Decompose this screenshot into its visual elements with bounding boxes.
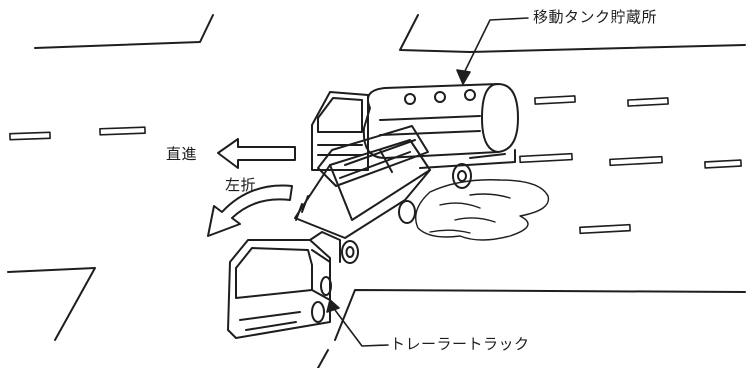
left-turn-label: 左折	[225, 176, 257, 194]
tanker-wheel	[452, 163, 472, 189]
trailer-label: トレーラートラック	[390, 335, 530, 353]
cab-wheel	[311, 301, 325, 323]
road-edge-bottom-left	[7, 267, 96, 341]
road-edge-bottom-right	[334, 289, 746, 341]
lane-dash	[627, 97, 669, 107]
lane-dash	[99, 126, 146, 136]
tanker-tank	[362, 83, 519, 159]
lane-dash	[579, 223, 631, 235]
straight-arrow	[217, 138, 296, 169]
lane-dash	[609, 155, 663, 167]
lane-dash	[519, 152, 573, 164]
tanker-truck	[311, 83, 519, 189]
tanker-leader-arrowhead	[456, 69, 471, 85]
trailer-truck-bed	[294, 125, 431, 264]
road-edge-bottom-mid	[317, 349, 329, 369]
trailer-load	[317, 125, 429, 187]
straight-label: 直進	[166, 145, 198, 163]
lane-markings	[9, 95, 742, 235]
trailer-leader-arrowhead	[326, 299, 340, 313]
lane-dash	[9, 131, 51, 141]
tanker-label: 移動タンク貯蔵所	[533, 8, 658, 26]
trailer-wheel	[398, 200, 416, 224]
road-edge-top-left	[34, 14, 214, 49]
tanker-leader	[462, 17, 529, 76]
lane-dash	[534, 95, 576, 105]
leader-lines	[326, 17, 529, 347]
trailer-leader	[331, 305, 389, 347]
tanker-cab	[311, 91, 369, 171]
trailer-cab	[227, 231, 341, 339]
left-turn-arrow	[207, 184, 293, 237]
road-edge-top-right	[399, 14, 746, 53]
road-edges	[7, 14, 746, 369]
oil-spill	[415, 179, 550, 241]
lane-dash	[704, 159, 742, 169]
